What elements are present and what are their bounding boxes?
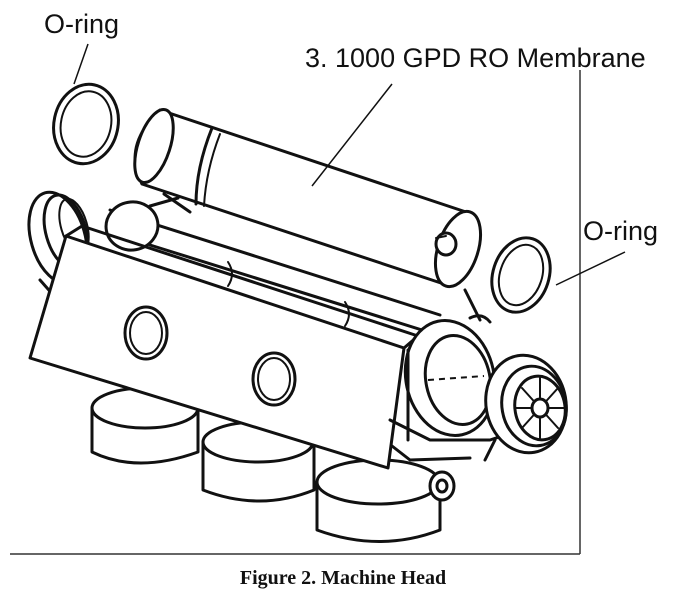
ro-membrane [133,108,483,289]
oring-right-part [490,236,552,314]
label-oring-top-left: O-ring [44,9,119,39]
leader-membrane [311,83,393,187]
label-membrane: 3. 1000 GPD RO Membrane [305,43,646,73]
right-housing-opening [403,319,497,442]
oring-top-left-part [52,82,120,166]
label-oring-right: O-ring [583,216,658,246]
panel-port-right [251,351,297,407]
leader-oring-top-left [73,43,89,85]
left-collar [104,192,192,252]
bottom-pod-right [315,458,442,543]
right-clamp [463,288,492,324]
front-panel [28,224,420,470]
leader-oring-right [555,251,626,286]
panel-port-left [123,305,169,361]
right-end-cap [483,353,568,462]
figure-caption: Figure 2. Machine Head [240,567,446,589]
lower-housing-tubes [108,208,472,347]
